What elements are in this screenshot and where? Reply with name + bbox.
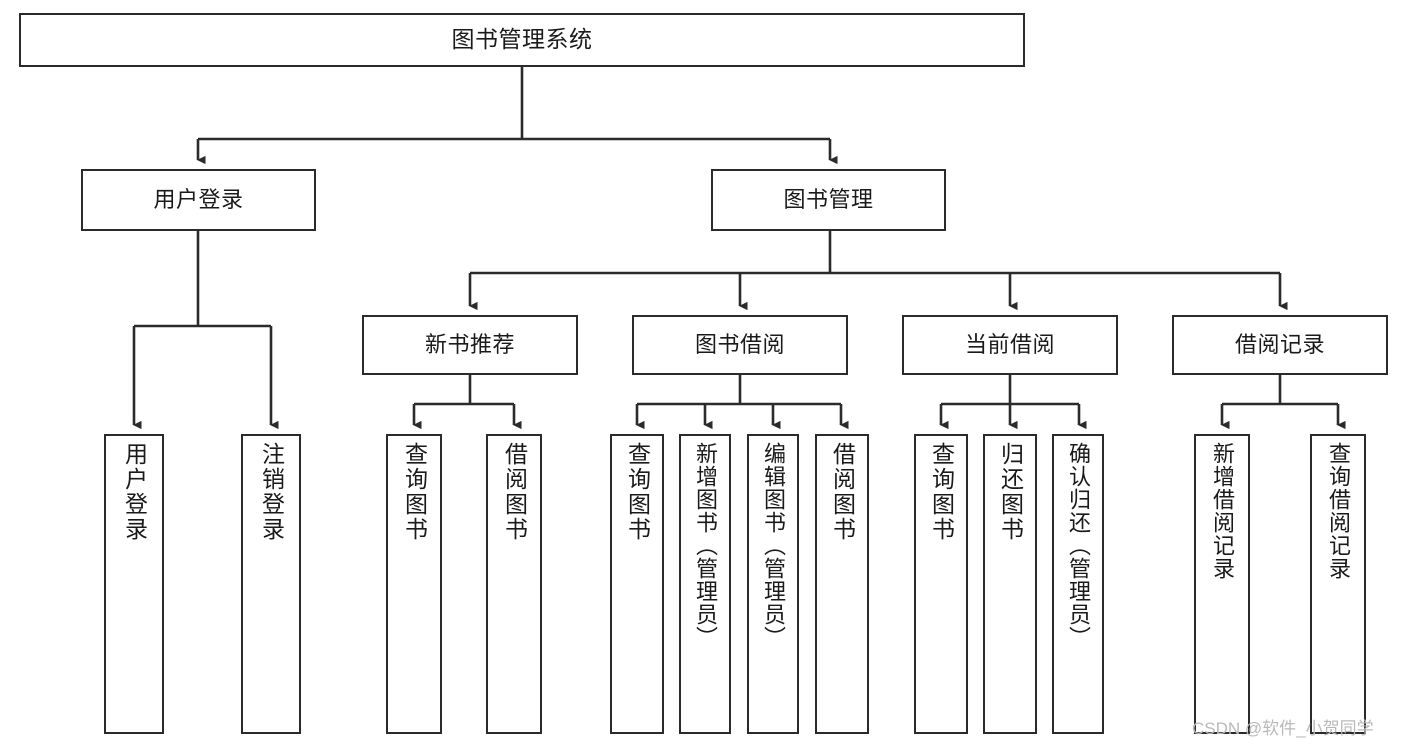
node-root-system[interactable]: 图书管理系统 [19, 13, 1025, 67]
node-label: 查询借阅记录 [1326, 442, 1351, 580]
node-leaf-add-borrow-record[interactable]: 新增借阅记录 [1194, 434, 1250, 734]
node-leaf-user-login[interactable]: 用户登录 [104, 434, 164, 734]
node-label: 用户登录 [153, 187, 244, 213]
node-label: 借阅图书 [501, 442, 528, 542]
node-label: 注销登录 [258, 442, 285, 542]
node-current-borrow[interactable]: 当前借阅 [902, 315, 1118, 375]
node-leaf-query-borrow-record[interactable]: 查询借阅记录 [1310, 434, 1366, 734]
node-book-management[interactable]: 图书管理 [711, 169, 946, 231]
node-label: 查询图书 [401, 442, 428, 542]
node-leaf-logout[interactable]: 注销登录 [241, 434, 301, 734]
node-leaf-query-book-3[interactable]: 查询图书 [914, 434, 968, 734]
node-label: 查询图书 [928, 442, 955, 542]
node-leaf-confirm-return-admin[interactable]: 确认归还（管理员） [1052, 434, 1104, 734]
node-label: 查询图书 [624, 442, 651, 542]
node-label: 图书管理 [783, 187, 874, 213]
node-leaf-query-book-1[interactable]: 查询图书 [386, 434, 442, 734]
node-leaf-query-book-2[interactable]: 查询图书 [610, 434, 664, 734]
node-leaf-add-book-admin[interactable]: 新增图书（管理员） [679, 434, 731, 734]
node-label: 编辑图书（管理员） [761, 442, 786, 649]
node-label: 图书借阅 [694, 332, 785, 358]
node-label: 归还图书 [997, 442, 1024, 542]
node-book-borrow[interactable]: 图书借阅 [632, 315, 848, 375]
node-leaf-borrow-book-2[interactable]: 借阅图书 [815, 434, 869, 734]
node-label: 新书推荐 [424, 332, 515, 358]
node-label: 借阅记录 [1234, 332, 1325, 358]
node-new-book-recommend[interactable]: 新书推荐 [362, 315, 578, 375]
node-label: 借阅图书 [829, 442, 856, 542]
node-leaf-return-book[interactable]: 归还图书 [983, 434, 1037, 734]
node-borrow-record[interactable]: 借阅记录 [1172, 315, 1388, 375]
node-user-login[interactable]: 用户登录 [81, 169, 316, 231]
node-label: 新增图书（管理员） [693, 442, 718, 649]
node-leaf-borrow-book-1[interactable]: 借阅图书 [486, 434, 542, 734]
node-label: 当前借阅 [964, 332, 1055, 358]
node-label: 用户登录 [121, 442, 148, 542]
node-label: 确认归还（管理员） [1066, 442, 1091, 649]
node-label: 图书管理系统 [451, 26, 593, 53]
csdn-watermark: CSDN @软件_小贺同学 [1192, 719, 1374, 738]
node-label: 新增借阅记录 [1210, 442, 1235, 580]
node-leaf-edit-book-admin[interactable]: 编辑图书（管理员） [747, 434, 799, 734]
